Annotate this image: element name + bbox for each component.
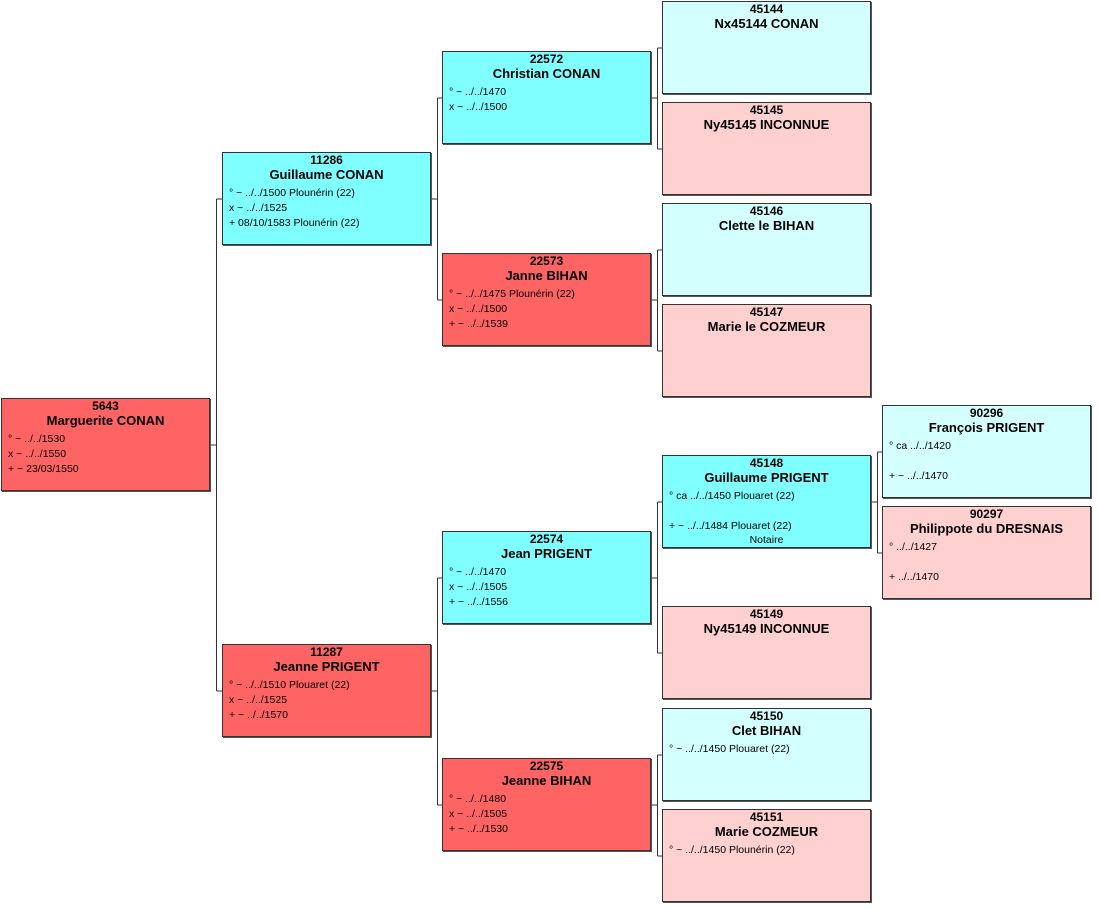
- sosa-number: 22575: [529, 759, 564, 773]
- sosa-number: 45150: [749, 709, 784, 723]
- blank-line: [883, 454, 1090, 469]
- event-line: + ~ ../../1539: [449, 318, 508, 330]
- event-line: x ~ ../../1525: [229, 202, 288, 214]
- person-name: Philippote du DRESNAIS: [909, 521, 1064, 536]
- sosa-number: 45151: [749, 810, 784, 824]
- sosa-number: 45145: [749, 103, 784, 117]
- event-line: + ~ ../../1470: [889, 470, 948, 482]
- event-line: x ~ ../../1500: [449, 101, 508, 113]
- person-name: François PRIGENT: [928, 420, 1045, 435]
- person-name: Marguerite CONAN: [46, 413, 165, 428]
- event-line: x ~ ../../1505: [449, 808, 508, 820]
- sosa-number: 5643: [92, 399, 119, 413]
- event-line: ° ca ../../1450 Plouaret (22): [669, 490, 795, 502]
- person-name: Marie le COZMEUR: [707, 319, 826, 334]
- event-line: ° ~ ../../1475 Plounérin (22): [449, 288, 575, 300]
- sosa-number: 45147: [749, 305, 784, 319]
- person-name: Clette le BIHAN: [718, 218, 815, 233]
- person-name: Guillaume CONAN: [269, 167, 384, 182]
- sosa-number: 45144: [749, 2, 784, 16]
- person-name: Ny45149 INCONNUE: [703, 621, 830, 636]
- event-line: + ~ ../../1556: [449, 596, 508, 608]
- event-line: + ~ 23/03/1550: [8, 463, 79, 475]
- event-line: + ~ ../../1530: [449, 823, 508, 835]
- person-name: Jeanne PRIGENT: [273, 659, 380, 674]
- sosa-number: 90296: [969, 406, 1004, 420]
- blank-line: [663, 504, 870, 519]
- event-line: ° ~ ../../1470: [449, 566, 507, 578]
- sosa-number: 45149: [749, 607, 784, 621]
- sosa-number: 11286: [310, 153, 343, 167]
- person-name: Nx45144 CONAN: [714, 16, 819, 31]
- occupation-note: Notaire: [749, 534, 784, 546]
- person-name: Janne BIHAN: [505, 268, 588, 283]
- event-line: + ~ ../../1570: [229, 709, 288, 721]
- event-line: ° ~ ../../1450 Plouaret (22): [669, 743, 790, 755]
- event-line: x ~ ../../1525: [229, 694, 288, 706]
- person-name: Marie COZMEUR: [714, 824, 819, 839]
- sosa-number: 90297: [969, 507, 1004, 521]
- blank-line: [883, 555, 1090, 570]
- event-line: x ~ ../../1500: [449, 303, 508, 315]
- event-line: ° ~ ../../1450 Plounérin (22): [669, 844, 795, 856]
- person-name: Christian CONAN: [492, 66, 601, 81]
- person-name: Clet BIHAN: [731, 723, 802, 738]
- sosa-number: 22574: [529, 532, 564, 546]
- event-line: x ~ ../../1550: [8, 448, 67, 460]
- event-line: + ../../1470: [889, 571, 939, 583]
- event-line: + 08/10/1583 Plounérin (22): [229, 217, 360, 229]
- sosa-number: 22572: [529, 52, 564, 66]
- event-line: ° ca ../../1420: [889, 440, 951, 452]
- event-line: ° ~ ../../1530: [8, 433, 66, 445]
- event-line: ° ~ ../../1510 Plouaret (22): [229, 679, 350, 691]
- event-line: ° ~ ../../1500 Plounérin (22): [229, 187, 355, 199]
- event-line: ° ~ ../../1480: [449, 793, 507, 805]
- event-line: x ~ ../../1505: [449, 581, 508, 593]
- event-line: + ~ ../../1484 Plouaret (22): [669, 520, 792, 532]
- person-name: Ny45145 INCONNUE: [703, 117, 830, 132]
- sosa-number: 45146: [749, 204, 784, 218]
- sosa-number: 22573: [529, 254, 564, 268]
- person-name: Guillaume PRIGENT: [704, 470, 829, 485]
- sosa-number: 11287: [310, 645, 343, 659]
- event-line: ° ../../1427: [889, 541, 937, 553]
- person-name: Jeanne BIHAN: [501, 773, 592, 788]
- event-line: ° ~ ../../1470: [449, 86, 507, 98]
- sosa-number: 45148: [749, 456, 784, 470]
- person-name: Jean PRIGENT: [500, 546, 593, 561]
